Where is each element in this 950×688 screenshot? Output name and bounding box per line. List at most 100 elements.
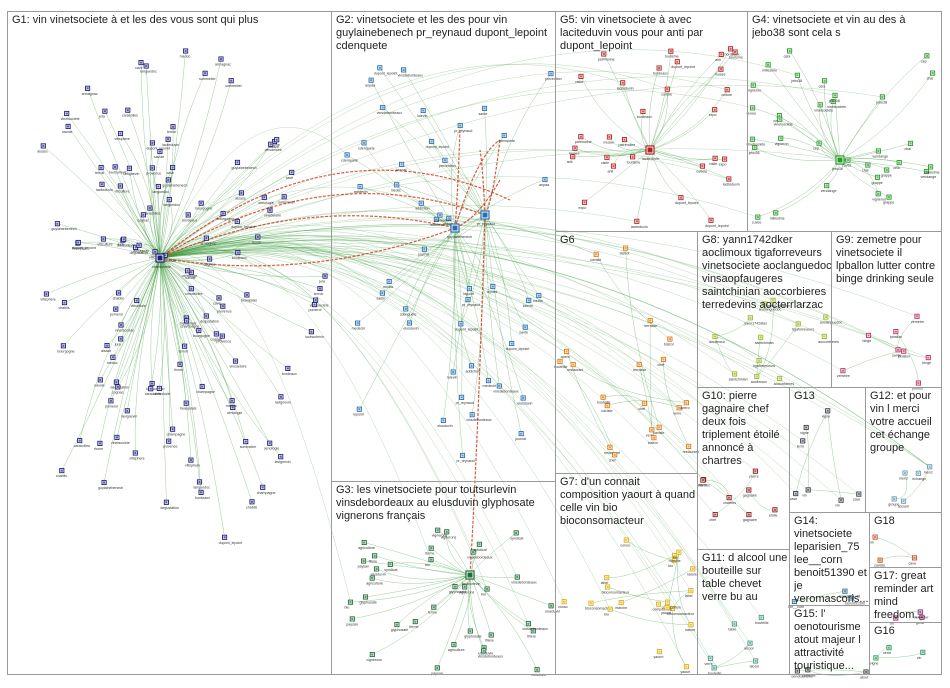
node-label: saintchinian bbox=[755, 341, 774, 345]
node-label: medoc bbox=[107, 361, 118, 365]
user-node-icon bbox=[850, 596, 853, 599]
node-label: conso bbox=[620, 544, 630, 548]
user-node-icon bbox=[677, 551, 680, 554]
edge-inter-g1-g10 bbox=[159, 245, 730, 498]
user-node-icon bbox=[128, 167, 131, 170]
node-label: gagnaire bbox=[743, 494, 757, 498]
user-node-icon bbox=[269, 143, 272, 146]
user-node-icon bbox=[925, 170, 928, 173]
node-label: musee bbox=[715, 73, 726, 77]
user-node-icon bbox=[676, 60, 679, 63]
node-label: cognac bbox=[204, 263, 216, 267]
node-label: cuvee bbox=[842, 164, 852, 168]
user-node-icon bbox=[286, 367, 289, 370]
edge-inter-g1-g4 bbox=[159, 49, 798, 259]
user-node-icon bbox=[572, 363, 575, 366]
edge-intra-g1 bbox=[127, 110, 161, 259]
user-node-icon bbox=[404, 307, 407, 310]
node-label: chablis bbox=[59, 306, 70, 310]
user-node-icon bbox=[898, 161, 901, 164]
node-label: lee__corn bbox=[788, 605, 804, 609]
user-node-icon bbox=[921, 651, 924, 654]
node-label: apero bbox=[561, 355, 570, 359]
node-label: vigne bbox=[800, 431, 809, 435]
edge-intra-g15 bbox=[807, 669, 867, 676]
user-node-icon bbox=[184, 49, 187, 53]
node-label: chartres bbox=[697, 484, 710, 488]
node-label: bio bbox=[345, 606, 350, 610]
user-node-icon bbox=[515, 531, 518, 534]
user-node-icon bbox=[432, 606, 435, 609]
group-label-g7: G7: d'un connait composition yaourt à qu… bbox=[560, 476, 696, 527]
user-node-icon bbox=[620, 601, 623, 604]
node-label: bourgogne bbox=[217, 217, 234, 221]
node-label: tigaforreveurs bbox=[753, 364, 775, 368]
node-label: journal bbox=[514, 437, 526, 441]
edge-intra-g2 bbox=[409, 227, 456, 324]
edge-intra-g7 bbox=[621, 568, 693, 603]
edge-intra-g7 bbox=[606, 555, 675, 578]
node-label: alsace bbox=[101, 349, 111, 353]
node-label: yann1742dker bbox=[767, 304, 791, 308]
node-label: champagne bbox=[181, 324, 200, 328]
node-label: cave bbox=[909, 561, 917, 565]
node-label: visite bbox=[575, 80, 583, 84]
user-node-icon bbox=[197, 329, 200, 332]
user-node-icon bbox=[714, 157, 717, 160]
node-label: reminder bbox=[914, 616, 929, 620]
node-label: journal bbox=[395, 168, 407, 172]
edge-intra-g1 bbox=[159, 126, 174, 259]
user-node-icon bbox=[346, 153, 349, 156]
user-node-icon bbox=[190, 271, 193, 274]
group-label-g3: G3: les vinetsociete pour toutsurlevin v… bbox=[336, 484, 535, 522]
user-node-icon bbox=[126, 109, 129, 112]
user-node-icon bbox=[111, 356, 114, 359]
node-label: tourisme bbox=[802, 673, 816, 677]
edge-red-8 bbox=[454, 179, 501, 229]
node-label: saintchinian bbox=[729, 378, 748, 382]
edge-intra-g2 bbox=[484, 214, 500, 387]
node-label: gagnaire bbox=[743, 518, 757, 522]
edge-inter-g1-g7 bbox=[159, 243, 687, 667]
user-node-icon bbox=[119, 184, 122, 188]
node-label: vinetsociete bbox=[310, 304, 329, 308]
edge-intra-g7 bbox=[590, 590, 691, 604]
user-node-icon bbox=[733, 622, 736, 626]
node-label: sante bbox=[892, 353, 901, 357]
user-node-icon bbox=[349, 601, 352, 604]
edge-inter-g1-g13 bbox=[159, 247, 803, 442]
edge-intra-g1 bbox=[159, 80, 232, 259]
user-node-icon bbox=[139, 61, 143, 64]
node-label: grappe bbox=[883, 201, 894, 205]
user-node-icon bbox=[709, 657, 712, 660]
user-node-icon bbox=[452, 370, 455, 374]
node-label: savoie bbox=[154, 155, 164, 159]
group-label-g13: G13 bbox=[794, 390, 815, 402]
node-label: yaourt bbox=[661, 611, 671, 615]
edge-intra-g8 bbox=[756, 300, 774, 377]
edge-intra-g6 bbox=[573, 364, 687, 403]
node-label: terrasse bbox=[644, 324, 657, 328]
graph-nodes: vinetsocietetoutsurlevindupont_lepointgu… bbox=[37, 46, 940, 680]
user-node-icon bbox=[537, 294, 540, 297]
node-label: oenologie bbox=[182, 274, 198, 278]
user-node-icon bbox=[726, 88, 729, 91]
user-node-icon bbox=[673, 559, 676, 562]
node-label: armagnac bbox=[215, 63, 231, 67]
node-label: laciteduvin bbox=[96, 188, 113, 192]
node-label: bio bbox=[604, 613, 609, 617]
node-label: vinetsociete bbox=[746, 143, 765, 147]
user-node-icon bbox=[423, 248, 426, 251]
node-label: sante bbox=[479, 112, 488, 116]
node-label: paysan bbox=[431, 671, 443, 675]
node-label: savoie bbox=[94, 383, 104, 387]
user-node-icon bbox=[866, 163, 869, 167]
group-panel-g4: G4: vinetsociete et vin au des à jebo38 … bbox=[747, 11, 942, 232]
user-node-icon bbox=[165, 501, 168, 504]
user-node-icon bbox=[430, 140, 433, 143]
node-label: vignerons bbox=[441, 535, 457, 539]
edge-inter-g1-g2 bbox=[159, 127, 348, 259]
node-label: addiction bbox=[415, 207, 429, 211]
user-node-icon bbox=[134, 246, 137, 249]
node-label: sommelier bbox=[225, 84, 242, 88]
